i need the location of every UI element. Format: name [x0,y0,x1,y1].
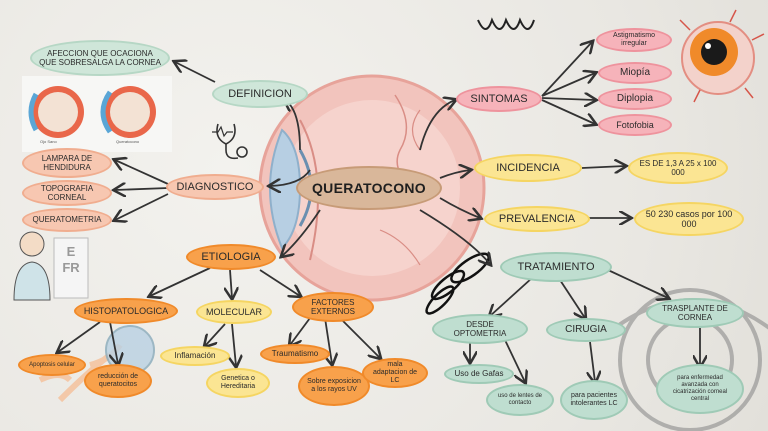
histo-item-apoptosis[interactable]: Apoptosis celular [18,354,86,376]
molecular-item-genetica[interactable]: Genetica o Hereditaria [206,368,270,398]
histopatologica-node[interactable]: HISTOPATOLOGICA [74,298,178,324]
eye-diagrams [22,76,172,152]
molecular-item-inflamacion[interactable]: Inflamación [160,346,230,366]
factores-item-traumatismo[interactable]: Traumatismo [260,344,330,364]
definicion-text: AFECCION QUE OCACIONA QUE SOBRESALGA LA … [30,40,170,76]
trasplante-node[interactable]: TRASPLANTE DE CORNEA [646,298,744,328]
sintoma-diplopia[interactable]: Diplopia [598,88,672,110]
caption-kerato: Queratocono [116,139,140,144]
optometria-item-lentes[interactable]: uso de lentes de contacto [486,384,554,416]
incidencia-value: ES DE 1,3 A 25 x 100 000 [628,152,728,184]
optometria-node[interactable]: DESDE OPTOMETRIA [432,314,528,344]
caption-healthy: Ojo Sano [40,139,57,144]
factores-node[interactable]: FACTORES EXTERNOS [292,292,374,322]
tratamiento-node[interactable]: TRATAMIENTO [500,252,612,282]
molecular-node[interactable]: MOLECULAR [196,300,272,324]
diagnostico-item-topografia[interactable]: TOPOGRAFIA CORNEAL [22,180,112,206]
definicion-node[interactable]: DEFINICION [212,80,308,108]
factores-item-mala-adaptacion[interactable]: mala adaptacion de LC [362,358,428,388]
etiologia-node[interactable]: ETIOLOGIA [186,244,276,270]
stethoscope-doodle [212,123,248,160]
cirugia-item[interactable]: para pacientes intolerantes LC [560,380,628,420]
sintoma-fotofobia[interactable]: Fotofobia [598,114,672,136]
diagnostico-item-lampara[interactable]: LAMPARA DE HENDIDURA [22,148,112,178]
diagnostico-node[interactable]: DIAGNOSTICO [166,174,264,200]
sintoma-astigmatismo[interactable]: Astigmatismo irregular [596,28,672,52]
center-node[interactable]: QUERATOCONO [296,166,442,210]
factores-item-rayos-uv[interactable]: Sobre exposicion a los rayos UV [298,366,370,406]
trasplante-item[interactable]: para enfermedad avanzada con cicatrizaci… [656,364,744,414]
spring-doodle [477,17,535,30]
sintoma-miopia[interactable]: Miopía [598,62,672,84]
sintomas-node[interactable]: SINTOMAS [456,86,542,112]
cirugia-node[interactable]: CIRUGIA [546,318,626,342]
histo-item-reduccion[interactable]: reducción de queratocitos [84,364,152,398]
prevalencia-node[interactable]: PREVALENCIA [484,206,590,232]
patient-doodle [13,231,89,301]
diagnostico-item-queratometria[interactable]: QUERATOMETRIA [22,208,112,232]
center-label: QUERATOCONO [311,179,426,196]
incidencia-node[interactable]: INCIDENCIA [474,154,582,182]
arrows [58,42,700,382]
definicion-label: DEFINICION [228,87,292,100]
prevalencia-value: 50 230 casos por 100 000 [634,202,744,236]
eye-chart-letters: E FR [62,244,80,275]
red-eye-illustration [679,9,765,103]
optometria-item-gafas[interactable]: Uso de Gafas [444,364,514,384]
